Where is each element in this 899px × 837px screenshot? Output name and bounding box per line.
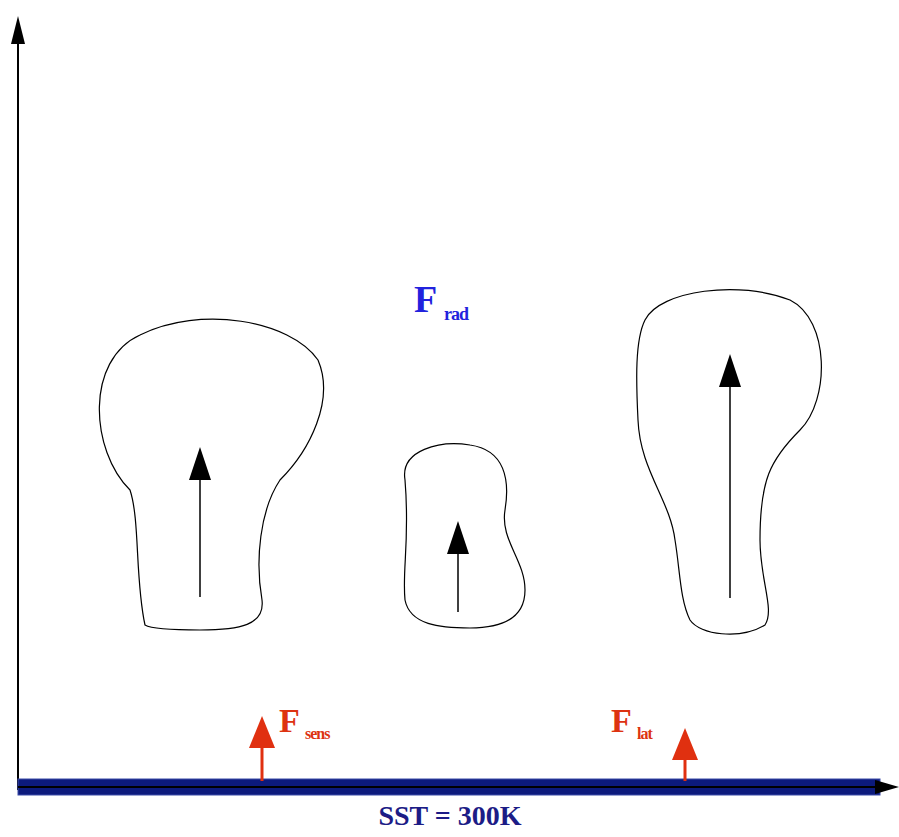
updraft-arrow	[729, 378, 731, 598]
flux-symbol: F	[414, 280, 437, 318]
flux-symbol: F	[279, 704, 300, 738]
updraft-arrow	[199, 470, 201, 597]
flux-subscript: rad	[444, 305, 468, 323]
sea-surface	[18, 779, 880, 795]
flux-subscript: sens	[305, 726, 329, 742]
cloud-outline	[637, 290, 822, 634]
cloud-outline	[404, 444, 525, 628]
axis-arrowhead	[11, 16, 25, 44]
flux-arrow	[261, 744, 264, 781]
flux-symbol: F	[611, 704, 632, 738]
arrowhead	[447, 521, 469, 554]
flux-arrowhead	[249, 716, 275, 748]
arrowhead	[719, 354, 741, 387]
flux-arrowhead	[672, 728, 698, 760]
cloud-outline	[99, 319, 323, 630]
horizontal-axis	[18, 786, 878, 788]
updraft-arrow	[457, 545, 459, 612]
vertical-axis	[17, 40, 19, 790]
axis-arrowhead	[875, 780, 899, 794]
arrowhead	[189, 447, 211, 480]
sst-label: SST = 300K	[378, 802, 521, 830]
flux-subscript: lat	[637, 726, 652, 742]
